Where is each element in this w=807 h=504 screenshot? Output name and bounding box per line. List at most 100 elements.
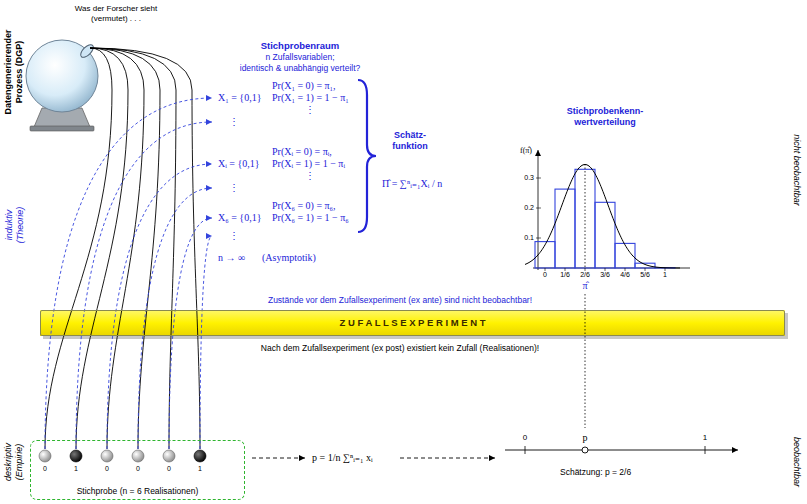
sample-ball: [39, 450, 51, 462]
ball-value: 0: [136, 465, 140, 473]
estimator-mark: π̂: [582, 280, 587, 292]
tick-label: 5/6: [640, 271, 650, 279]
number-axis: [505, 450, 738, 451]
tick-label: 3/6: [600, 271, 610, 279]
note: Nach dem Zufallsexperiment (ex post) exi…: [261, 343, 539, 353]
node-text: Z U F A L L S E X P E R I M E N T: [339, 317, 485, 328]
histogram-bar: [575, 169, 595, 268]
realisation-line: [90, 48, 160, 449]
ellipsis: ⋮: [305, 104, 315, 116]
estimate-guide: [585, 164, 586, 268]
tick: [536, 238, 541, 239]
sample-balls: [39, 450, 206, 462]
tick-label: p: [583, 432, 588, 444]
section-subtitle: identisch & unabhängig verteilt?: [240, 63, 361, 73]
realisation-line: [45, 48, 112, 449]
sample-box: Stichprobe (n = 6 Realisationen): [30, 440, 245, 500]
histogram: [525, 164, 680, 428]
tick: [665, 268, 666, 271]
tick-label: 0.1: [524, 234, 534, 242]
node-text: Stichprobe (n = 6 Realisationen): [77, 486, 199, 496]
curly-brace: [358, 80, 376, 232]
note: Zustände vor dem Zufallsexperiment (ex a…: [268, 295, 532, 305]
probability-formula: Pr(X₁ = 0) = π₁,: [272, 80, 336, 92]
histogram-axes: [533, 150, 690, 270]
ball-value: 0: [167, 465, 171, 473]
realisation-line: [90, 48, 176, 449]
realisation-line: [90, 48, 144, 449]
tick: [545, 268, 546, 271]
random-variable: Xᵢ = {0,1}: [218, 158, 260, 170]
realisation-line: [76, 48, 128, 449]
side-label: Datengenerierender Prozess (DGP): [3, 20, 25, 124]
number-line: [505, 446, 738, 454]
ellipsis: ⋮: [229, 182, 239, 194]
tick: [645, 268, 646, 271]
asymptotic-note: (Asymptotik): [262, 252, 316, 264]
crystal-ball: [26, 40, 98, 131]
y-axis: [538, 150, 539, 270]
histogram-bar: [555, 189, 575, 268]
tick-label: 1: [703, 433, 707, 443]
mapping-arrow: [45, 98, 212, 449]
estimate-guide: [585, 294, 586, 428]
tick: [625, 268, 626, 271]
estimator-title: Schätz- funktion: [383, 130, 438, 152]
ellipsis: ⋮: [305, 170, 315, 182]
random-variable: X₁ = {0,1}: [218, 92, 261, 104]
sample-ball: [194, 450, 206, 462]
tick: [565, 268, 566, 271]
mapping-arrow: [107, 164, 212, 449]
tick: [605, 268, 606, 271]
stand-base: [30, 126, 94, 131]
tick: [705, 446, 706, 454]
estimate-value: Schätzung: p = 2/6: [560, 467, 631, 477]
mapping-arrow: [76, 122, 212, 449]
probability-formula: Pr(Xᵢ = 0) = πᵢ,: [272, 146, 332, 158]
experiment-band: Z U F A L L S E X P E R I M E N T: [40, 310, 785, 336]
probability-formula: Pr(X₁ = 1) = 1 − π₁: [272, 92, 349, 104]
mapping-arrow: [169, 218, 212, 449]
normal-curve: [525, 165, 680, 268]
tick: [585, 268, 586, 271]
ellipsis: ⋮: [229, 230, 239, 242]
histogram-bar: [615, 243, 635, 268]
band-fill: [40, 310, 785, 336]
flow-arrow: [400, 458, 495, 459]
sample-ball: [132, 450, 144, 462]
crystal-sphere: [26, 40, 98, 112]
tick-label: 0: [543, 271, 547, 279]
flow-arrow: [252, 458, 305, 459]
asymptotic-note: n → ∞: [218, 252, 245, 264]
tick: [536, 178, 541, 179]
tick-label: 2/6: [580, 271, 590, 279]
sampling-lines: [45, 48, 212, 449]
tick-label: 4/6: [620, 271, 630, 279]
probability-formula: Pr(X₆ = 1) = 1 − π₆: [272, 212, 349, 224]
random-variable: X₆ = {0,1}: [218, 212, 261, 224]
realisation-line: [90, 48, 200, 449]
section-subtitle: n Zufallsvariablen;: [266, 52, 335, 62]
side-label: deskriptiv (Empirie): [3, 432, 25, 492]
axis-label: f(π̂): [520, 146, 532, 156]
probability-formula: Pr(X₆ = 0) = π₆,: [272, 200, 336, 212]
sample-ball: [163, 450, 175, 462]
tick-label: 0: [523, 433, 527, 443]
side-label: beobachtbar: [792, 437, 803, 487]
estimate-point: [582, 447, 588, 453]
researcher-note: Was der Forscher sieht (vermutet) . . .: [66, 4, 166, 23]
sample-ball: [101, 450, 113, 462]
chart-title: Stichprobenkenn- wertverteilung: [557, 106, 653, 128]
ball-value: 0: [105, 465, 109, 473]
tick: [525, 446, 526, 454]
mapping-arrow: [200, 236, 212, 449]
ellipsis: ⋮: [229, 116, 239, 128]
histogram-bar: [595, 202, 615, 268]
ball-opening: [79, 43, 96, 60]
estimate-formula: p = 1/n ∑ⁿᵢ₌₁ xᵢ: [312, 452, 373, 464]
section-title: Stichprobenraum: [261, 40, 340, 51]
tick-label: 0.3: [524, 174, 534, 182]
estimator-formula: Π̂ = ∑ⁿᵢ₌₁Xᵢ / n: [382, 178, 442, 190]
